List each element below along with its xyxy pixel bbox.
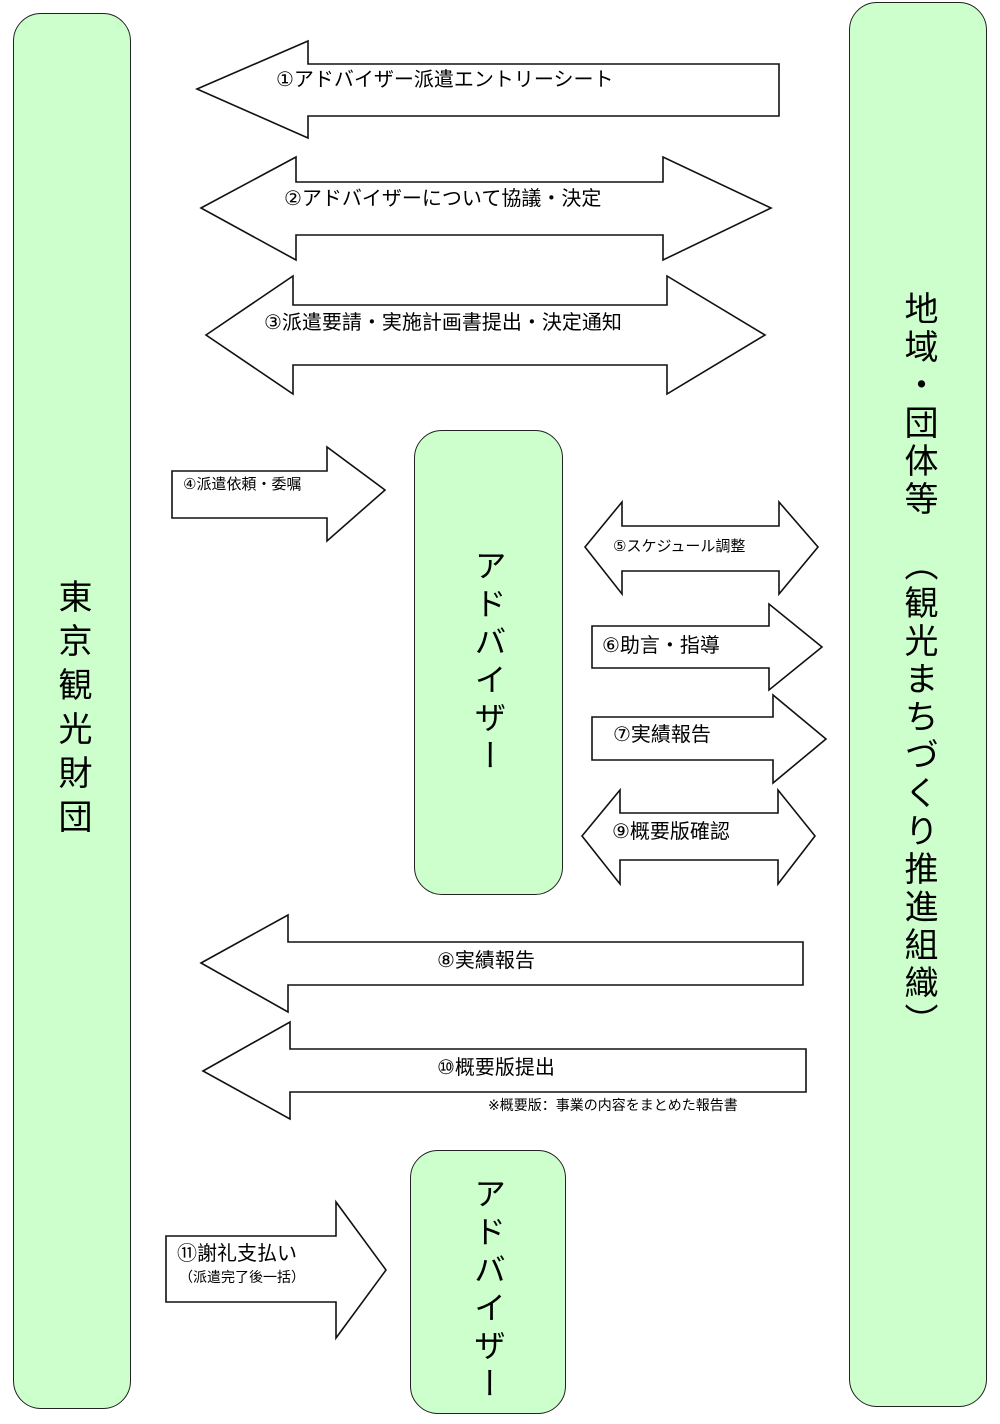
step-10-label: ⑩概要版提出 (437, 1055, 555, 1079)
advisor-box-payment: アドバイザー (410, 1150, 566, 1414)
step-4-label: ④派遣依頼・委嘱 (183, 475, 302, 493)
arrow-step-8 (199, 913, 804, 1014)
step-3-label: ③派遣要請・実施計画書提出・決定通知 (264, 310, 622, 334)
arrow-step-6 (591, 602, 824, 692)
step-9-label: ⑨概要版確認 (612, 819, 730, 843)
advisor-label: アドバイザー (469, 548, 508, 777)
step-6-label: ⑥助言・指導 (602, 633, 720, 657)
step-1-label: ①アドバイザー派遣エントリーシート (276, 67, 614, 91)
step-7-label: ⑦実績報告 (613, 722, 711, 746)
arrow-step-1 (195, 39, 780, 140)
arrow-step-4 (171, 445, 387, 543)
step-11-label: ⑪謝礼支払い (177, 1241, 297, 1265)
arrow-step-10 (201, 1020, 807, 1121)
step-11-sublabel: （派遣完了後一括） (179, 1270, 305, 1286)
step-5-label: ⑤スケジュール調整 (613, 537, 746, 555)
tourism-foundation-label: 東京観光財団 (52, 579, 92, 843)
step-8-label: ⑧実績報告 (437, 948, 535, 972)
arrow-step-5 (583, 499, 820, 597)
arrow-step-9 (580, 787, 817, 887)
arrow-step-7 (591, 693, 828, 785)
advisor-label-payment: アドバイザー (469, 1177, 507, 1405)
arrow-step-3 (204, 274, 767, 396)
step-10-note: ※概要版：事業の内容をまとめた報告書 (488, 1098, 738, 1114)
region-group-box: 地域・団体等 （観光まちづくり推進組織） (849, 2, 987, 1407)
arrow-step-11 (165, 1199, 387, 1341)
region-group-label: 地域・団体等 (898, 291, 938, 519)
region-group-sublabel: （観光まちづくり推進組織） (898, 547, 938, 1041)
advisor-box: アドバイザー (414, 430, 563, 895)
step-2-label: ②アドバイザーについて協議・決定 (284, 186, 602, 210)
arrow-step-2 (199, 155, 773, 262)
tourism-foundation-box: 東京観光財団 (13, 13, 131, 1409)
